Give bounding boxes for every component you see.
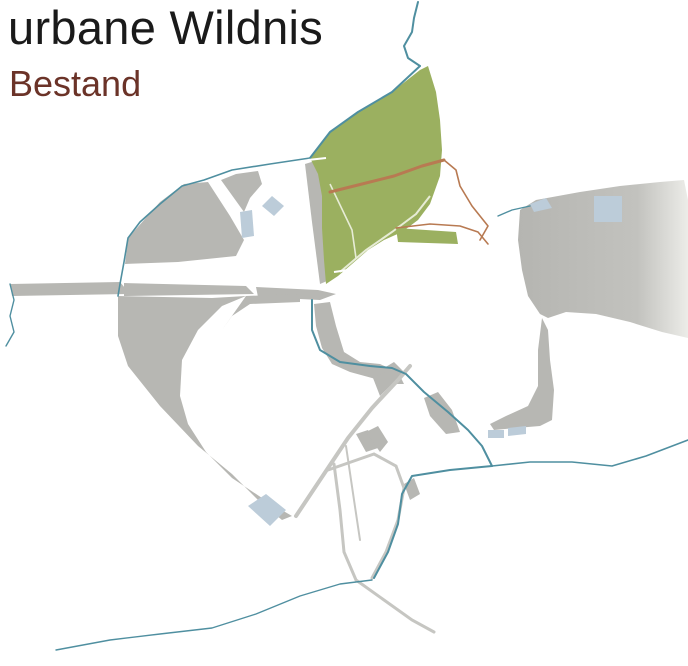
road-main-diagonal xyxy=(294,364,412,518)
waterway-north-inflow xyxy=(403,1,421,67)
water-basin-2 xyxy=(240,210,254,238)
map-subtitle: Bestand xyxy=(9,63,142,104)
built-area-arch-south xyxy=(222,294,300,330)
wilderness-inner-edge xyxy=(339,195,431,273)
paths xyxy=(328,158,489,245)
water-basin-3 xyxy=(594,196,622,222)
waterway-wilderness-edge xyxy=(309,65,421,159)
waterway-southwest xyxy=(55,579,373,651)
path-east-loop xyxy=(443,159,489,241)
map-title: urbane Wildnis xyxy=(8,1,324,54)
built-area-northwest xyxy=(125,182,244,264)
built-area-central-wedge xyxy=(314,302,404,384)
built-area-small-6 xyxy=(404,478,420,500)
waterway-northwest xyxy=(117,157,311,297)
waterway-east-outflow xyxy=(491,439,688,467)
built-area-west-band xyxy=(10,282,130,296)
built-area-southwest xyxy=(118,296,292,520)
built-area-east xyxy=(518,180,688,338)
waterway-south-channel xyxy=(373,465,493,579)
built-area-small-3 xyxy=(424,392,460,434)
water-basin-4 xyxy=(530,198,552,212)
waterways xyxy=(5,1,688,651)
junction-marker-north xyxy=(307,157,327,161)
water-bodies xyxy=(240,196,622,526)
waterway-west xyxy=(5,283,15,347)
junction-marker-south xyxy=(333,269,349,273)
road-south-loop xyxy=(326,452,406,580)
water-basin-1 xyxy=(262,196,284,216)
waterway-east-inflow xyxy=(497,205,531,217)
built-area-small-5 xyxy=(366,426,388,452)
water-basin-6 xyxy=(488,430,504,438)
built-area-north xyxy=(221,171,262,212)
wilderness-area xyxy=(310,66,442,284)
road-south-vertical xyxy=(332,462,436,634)
water-basin-7 xyxy=(508,426,526,436)
built-area-east-bay xyxy=(490,318,554,430)
built-areas xyxy=(10,160,554,520)
wilderness-inner-line xyxy=(329,183,357,259)
road-south-branch xyxy=(345,445,361,541)
water-basin-5 xyxy=(248,494,286,526)
built-area-small-1 xyxy=(373,372,392,396)
path-east-connector xyxy=(395,223,489,245)
path-wilderness-crossing xyxy=(328,158,446,194)
roads xyxy=(294,364,436,634)
wilderness-strip-east xyxy=(396,228,458,244)
waterway-central xyxy=(311,299,493,467)
built-area-small-4 xyxy=(356,430,378,452)
built-area-central-band xyxy=(124,283,254,296)
